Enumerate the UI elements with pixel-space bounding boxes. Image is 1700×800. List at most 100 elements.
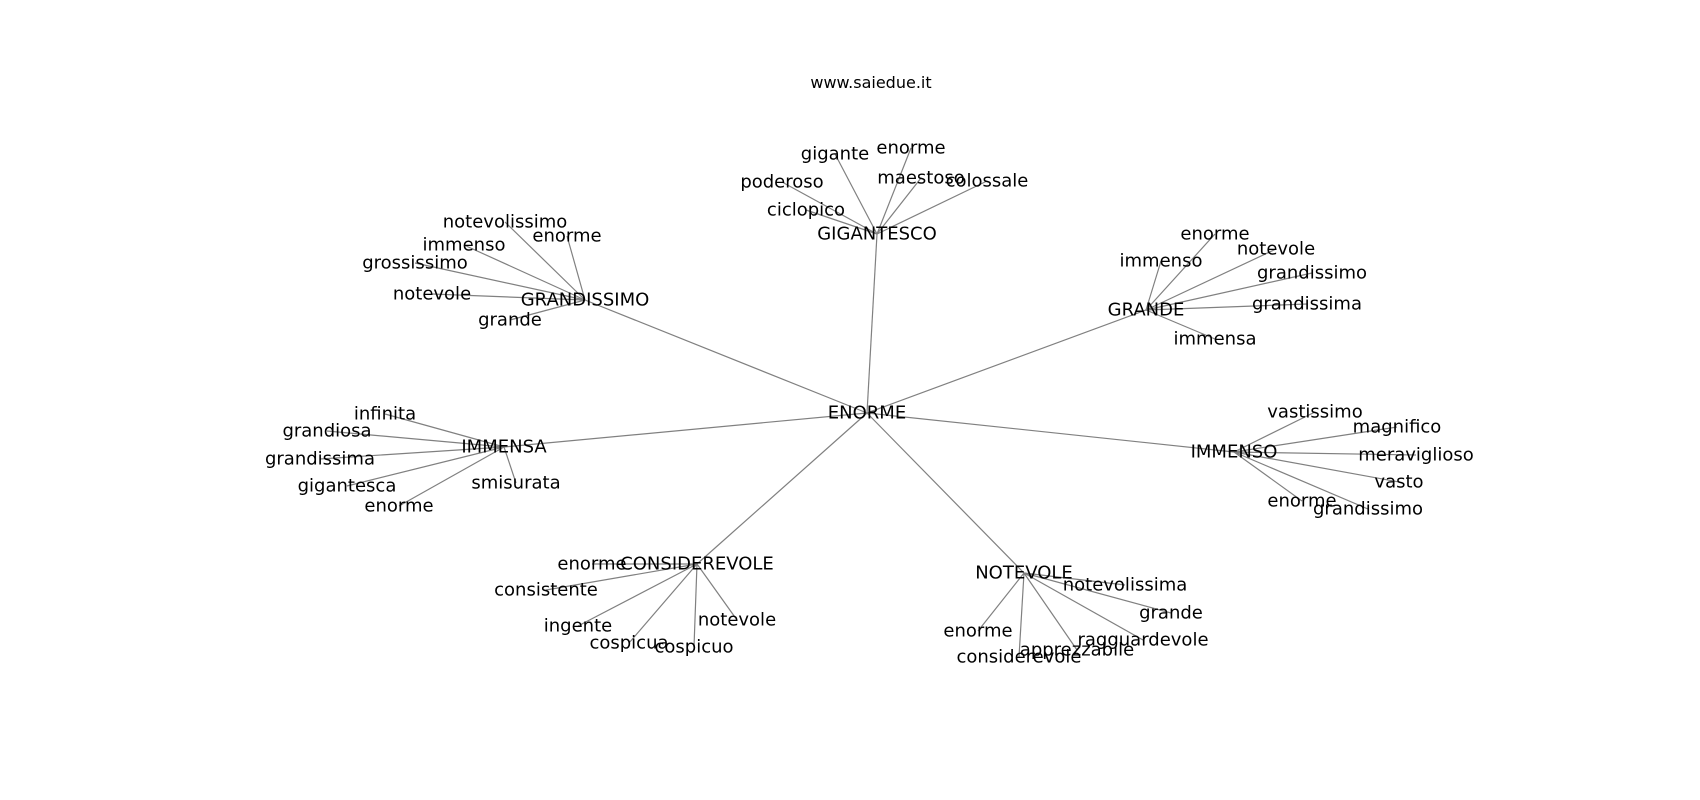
leaf-edge [876, 180, 988, 235]
root-edge [584, 299, 868, 414]
edges-layer [319, 147, 1417, 658]
leaf-node-label: vasto [1374, 472, 1423, 493]
leaf-node-label: grande [478, 310, 542, 331]
leaf-node-label: enorme [364, 496, 433, 517]
hub-node-label: GRANDE [1108, 300, 1185, 321]
leaf-node-label: enorme [943, 621, 1012, 642]
leaf-node-label: colossale [946, 171, 1029, 192]
leaf-node-label: ingente [544, 616, 612, 637]
leaf-edge [696, 563, 738, 621]
leaf-node-label: enorme [557, 554, 626, 575]
leaf-edge [431, 293, 586, 301]
hub-node-label: GRANDISSIMO [521, 290, 650, 311]
leaf-node-label: immensa [1174, 329, 1257, 350]
leaf-edge [577, 563, 698, 627]
leaf-edge [977, 572, 1025, 632]
leaf-node-label: enorme [532, 226, 601, 247]
leaf-node-label: maestoso [877, 168, 964, 189]
leaf-edge [509, 299, 586, 321]
leaf-edge [463, 244, 586, 301]
leaf-node-label: enorme [1267, 491, 1336, 512]
leaf-edge [876, 177, 922, 235]
leaf-node-label: grandissima [265, 449, 375, 470]
hub-node-label: NOTEVOLE [975, 563, 1073, 584]
leaf-node-label: notevole [698, 610, 776, 631]
leaf-node-label: enorme [1180, 224, 1249, 245]
leaf-edge [1233, 451, 1417, 456]
leaf-edge [1233, 451, 1369, 510]
leaf-node-label: grandiosa [282, 421, 371, 442]
leaf-node-label: notevolissimo [443, 212, 568, 233]
leaf-edge [398, 446, 505, 507]
leaf-node-label: infinita [354, 404, 416, 425]
hub-node-label: GIGANTESCO [817, 224, 937, 245]
leaf-node-label: meraviglioso [1358, 445, 1474, 466]
leaf-edge [326, 430, 505, 448]
leaf-edge [1145, 303, 1308, 311]
leaf-node-label: vastissimo [1267, 402, 1362, 423]
root-edge [866, 412, 1235, 453]
labels-layer: ENORME GIGANTESCO gigante enorme poderoso mae… [265, 138, 1474, 668]
leaf-node-label: cospicuo [654, 637, 733, 658]
leaf-edge [384, 413, 505, 448]
leaf-node-label: notevole [393, 284, 471, 305]
leaf-edge [1233, 411, 1316, 453]
leaf-edge [628, 563, 698, 644]
leaf-edge [1023, 572, 1126, 586]
leaf-node-label: considerevole [956, 647, 1081, 668]
root-edge [696, 412, 868, 565]
leaf-edge [566, 235, 586, 301]
leaf-node-label: cospicua [589, 633, 668, 654]
leaf-edge [1023, 572, 1144, 641]
leaf-node-label: immenso [1120, 251, 1203, 272]
leaf-node-label: ragguardevole [1077, 630, 1208, 651]
leaf-node-label: notevolissima [1063, 575, 1188, 596]
root-edge [866, 412, 1025, 574]
leaf-node-label: immenso [423, 235, 506, 256]
leaf-edge [414, 262, 586, 301]
root-edge [503, 412, 868, 448]
leaf-node-label: gigantesca [298, 476, 397, 497]
leaf-node-label: ciclopico [767, 200, 845, 221]
leaf-edge [693, 563, 698, 648]
root-node-label: ENORME [828, 403, 906, 424]
leaf-edge [876, 147, 912, 235]
leaf-edge [1145, 309, 1216, 340]
leaf-edge [1145, 233, 1216, 311]
leaf-edge [1023, 572, 1078, 651]
leaf-node-label: consistente [494, 580, 598, 601]
leaf-node-label: poderoso [740, 172, 823, 193]
site-url: www.saiedue.it [810, 73, 931, 92]
leaf-edge [781, 181, 878, 235]
leaf-edge [1233, 426, 1398, 453]
leaf-node-label: apprezzabile [1020, 640, 1134, 661]
leaf-edge [1145, 248, 1277, 311]
leaf-node-label: smisurata [471, 473, 560, 494]
leaf-edge [1018, 572, 1025, 658]
leaf-edge [834, 153, 878, 235]
root-edge [866, 233, 878, 414]
hub-node-label: IMMENSA [461, 437, 547, 458]
leaf-edge [805, 209, 878, 235]
leaf-node-label: gigante [801, 144, 869, 165]
leaf-node-label: grandissimo [1257, 263, 1367, 284]
leaf-edge [1233, 451, 1400, 483]
leaf-node-label: notevole [1237, 239, 1315, 260]
leaf-node-label: enorme [876, 138, 945, 159]
root-edge [866, 309, 1147, 414]
leaf-edge [346, 446, 505, 487]
hub-node-label: CONSIDEREVOLE [620, 554, 774, 575]
leaf-edge [1233, 451, 1303, 502]
leaf-edge [1145, 260, 1162, 311]
leaf-edge [1023, 572, 1172, 614]
leaf-node-label: grandissimo [1313, 499, 1423, 520]
leaf-node-label: grandissima [1252, 294, 1362, 315]
leaf-edge [545, 563, 698, 591]
leaf-edge [503, 446, 517, 484]
leaf-edge [319, 446, 505, 460]
leaf-node-label: grossissimo [362, 253, 468, 274]
leaf-edge [504, 221, 586, 301]
leaf-node-label: grande [1139, 603, 1203, 624]
hub-node-label: IMMENSO [1191, 442, 1278, 463]
